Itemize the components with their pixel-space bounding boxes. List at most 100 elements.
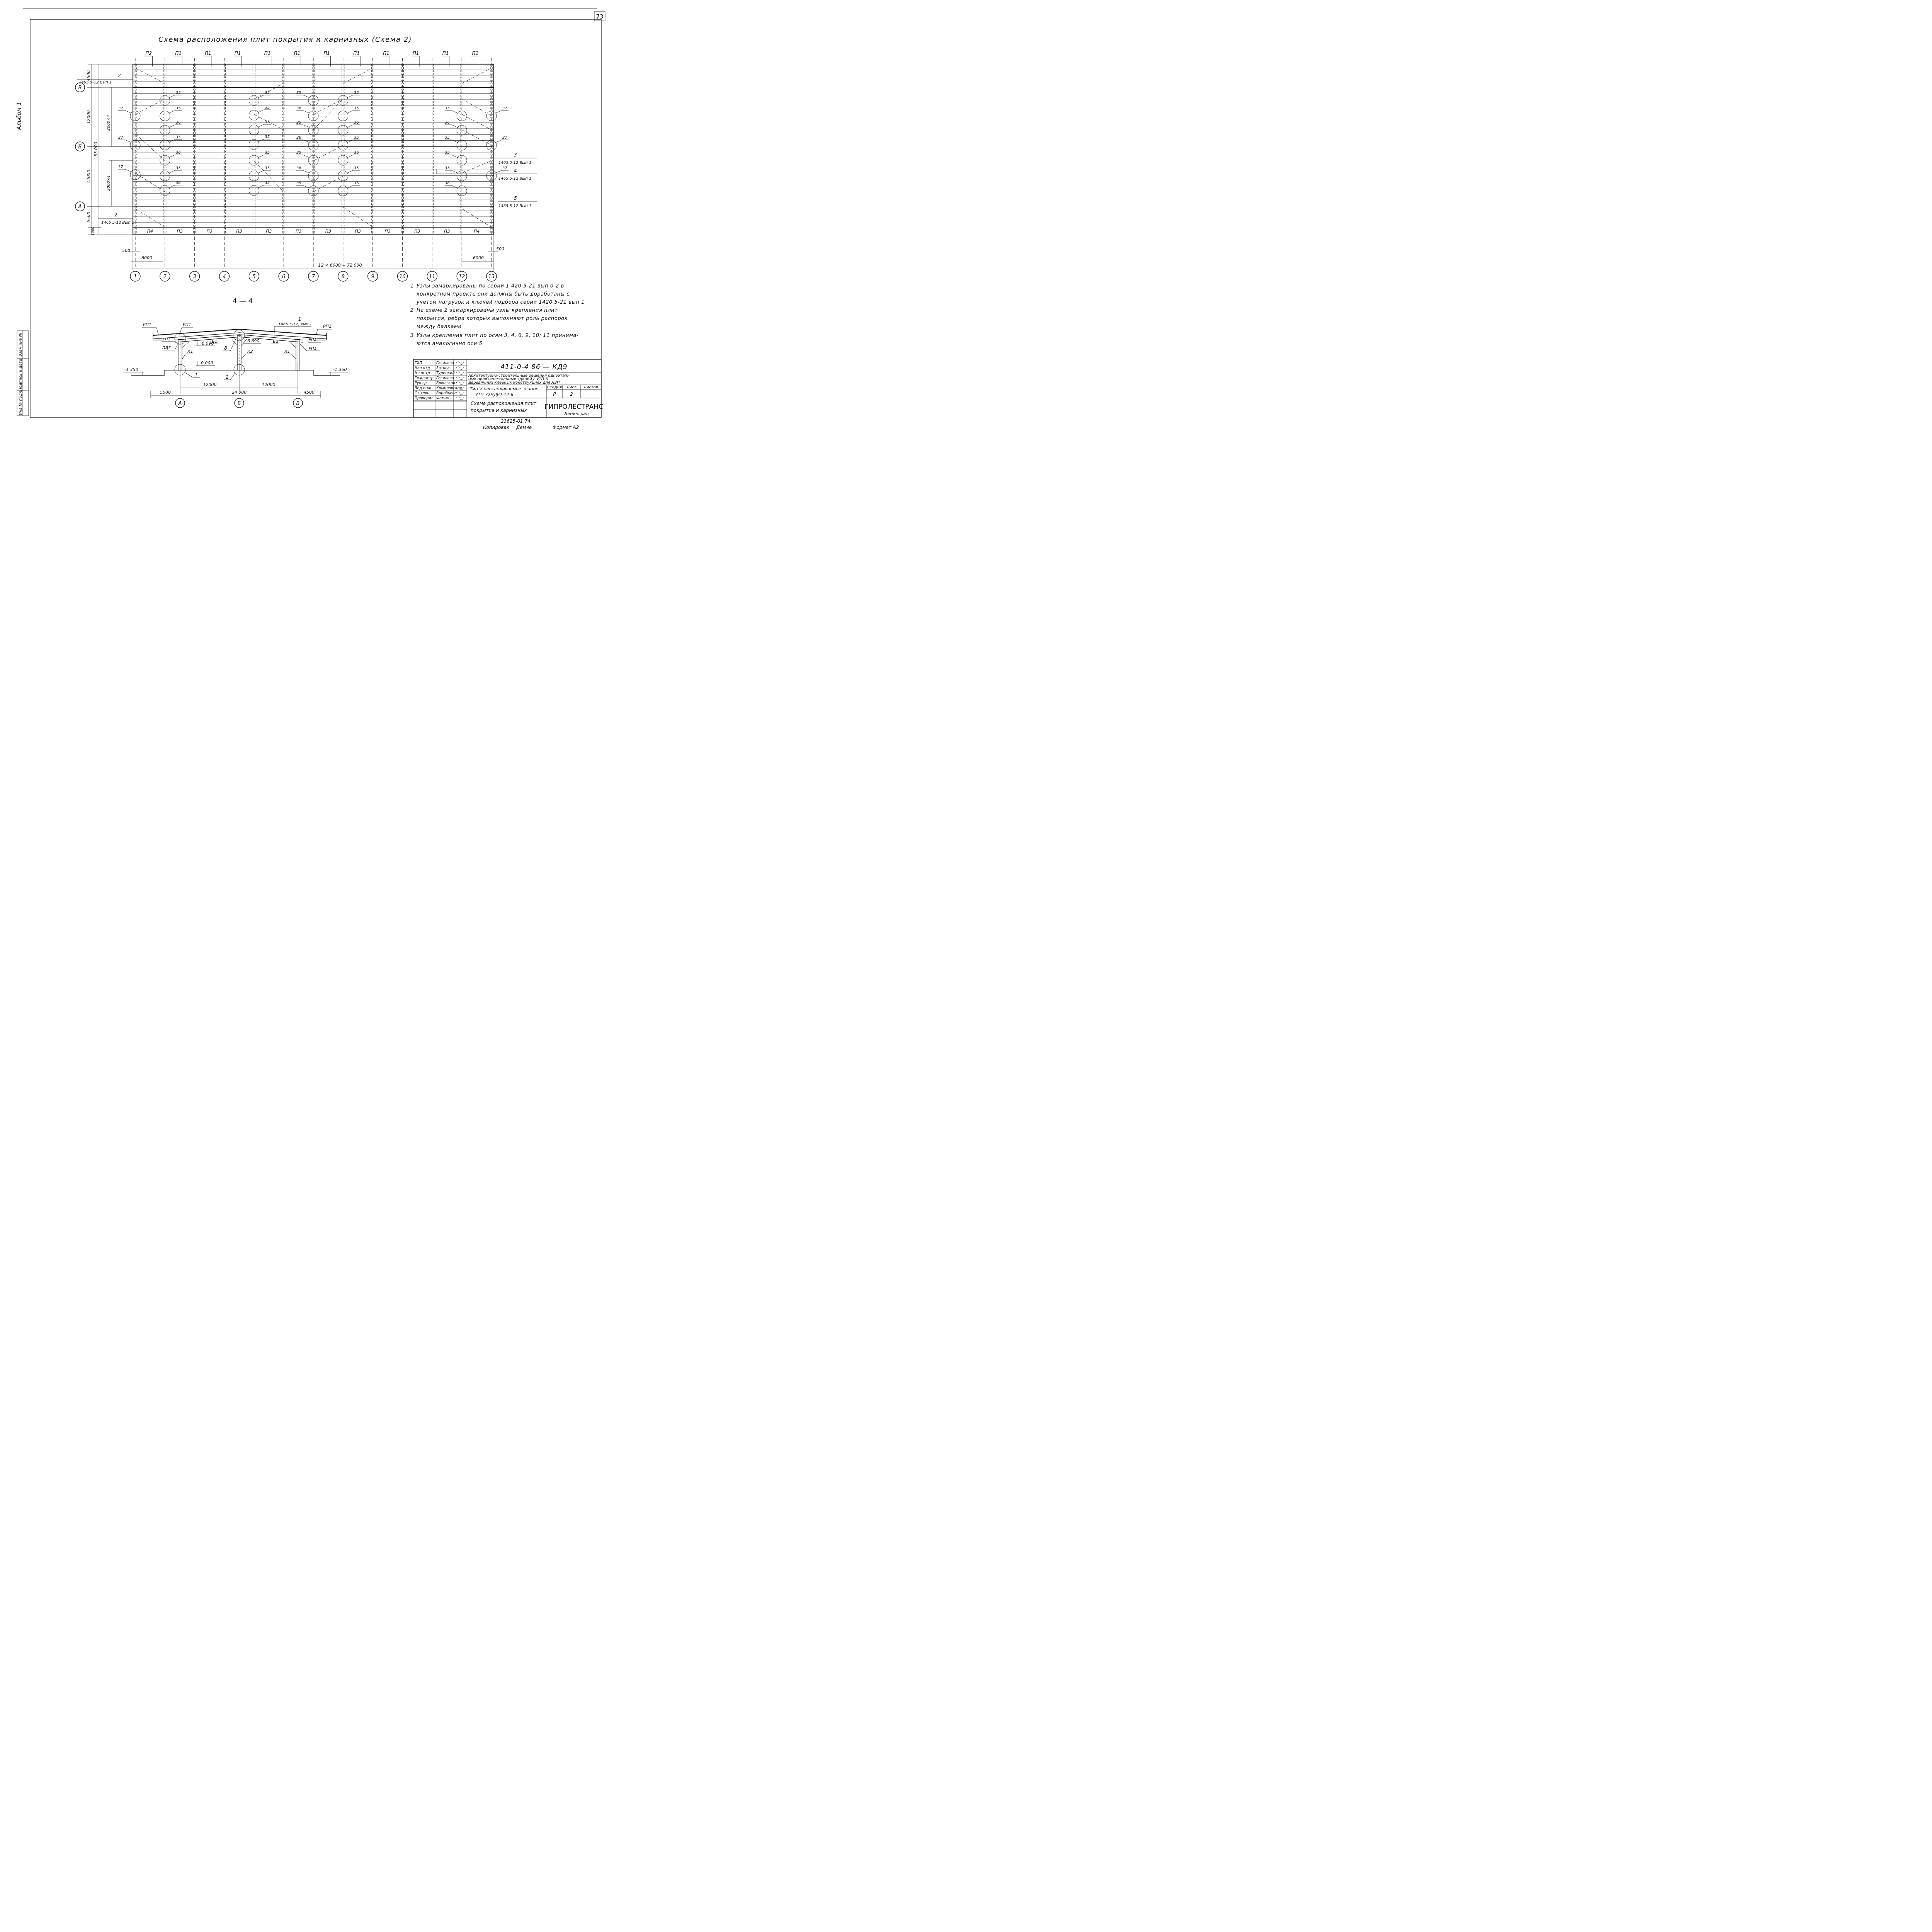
node-circle [308,111,319,121]
section-labels: РП1 РП1 РП1 РП1 РП1 РП1 ПД7 Б1 Б2 К1 К2 … [123,316,348,380]
node-mark: 35 [354,136,359,140]
node-circle [248,95,259,106]
note-3-line-2: ются аналогично оси 5 [417,341,482,347]
node-mark: 35 [176,91,181,95]
top-slab-label: П1 [323,51,330,56]
dim-12000-left-2: 12000 [86,170,91,184]
node-leader [495,139,502,143]
album-label: Альбом 1 [15,102,22,131]
title-block-role: Нач отд [415,366,430,370]
top-slab-label: П1 [353,51,360,56]
node-mark: 35 [445,166,450,170]
column-axis-label: 5 [252,274,255,280]
node-leader [303,155,310,158]
title-block-name: Хрыпловская [436,386,462,390]
copied-label: Копировал [483,425,510,430]
node-leader [258,109,264,113]
title-block-name: Гасилова [436,361,454,365]
node-leader [452,124,458,128]
bracing-diagonal [461,129,492,146]
sec-level-6690: 6 690 [247,338,260,344]
node-leader [258,139,264,142]
note-2-num: 2 [410,308,413,313]
title-block-role: Проверил [415,396,434,400]
node-circle [338,95,349,106]
sec-rp1-c: РП1 [323,324,332,329]
tb-stage: Р [553,391,556,397]
sec-rp1-d: РП1 [163,337,170,342]
node-circle [160,170,170,181]
node-circle [160,111,170,121]
row-axis-a: А [78,204,82,210]
node-leader [347,170,353,173]
node-circle [338,125,349,136]
note-1-num: 1 [410,283,413,289]
sec-rp1-f: РП1 [309,347,316,351]
sec-node-1: 1 [195,372,198,378]
sec-rp1-a: РП1 [143,322,151,327]
node-circle [248,139,259,150]
sec-b1: Б1 [212,339,218,344]
node-mark: 36 [176,151,181,155]
top-slab-label: П1 [264,51,271,56]
row-axis-bubbles: В Б А [75,82,133,211]
note-1-line-2: конкретном проекте они должны быть дораб… [417,291,570,297]
title-block-name: Воробьева [436,391,457,395]
column-axis-bubble [308,271,319,282]
bottom-slab-label: П4 [147,229,153,234]
node-mark: 36 [176,181,181,185]
bracing-diagonal [135,133,165,161]
node-mark: 36 [354,181,359,185]
column-axis-label: 7 [312,274,315,280]
node-mark: 35 [354,166,359,170]
node-mark: 36 [445,121,450,125]
node-leader [168,155,175,158]
column-axis-label: 1 [134,274,137,280]
bracing-diagonal [313,99,344,130]
node-leader [168,95,175,98]
column-axis-bubble [486,271,497,282]
dim-6000-last: 6000 [473,255,484,260]
node-leader [452,110,458,114]
node-mark: 35 [265,91,270,95]
bracing-diagonal [135,68,165,84]
node-circle [486,140,497,151]
node-circle [308,155,319,166]
node-leader [168,110,175,114]
bottom-slab-label: П3 [384,229,390,234]
scheme-title: Схема расположения плит покрытия и карни… [158,36,412,44]
node-mark: 35 [445,136,450,140]
plan-scheme: 3535363536353635353535353535353635363536… [118,58,509,267]
doc-number: 23625-01 74 [501,418,531,424]
title-block-role: Ст техн [415,391,429,395]
sec-axis-b: Б [238,401,241,406]
tb-city: Ленинград [564,411,589,416]
node-circle [160,155,170,166]
row-axis-b: Б [78,144,82,150]
node-mark: 35 [265,151,270,155]
node-mark: 37 [118,136,123,140]
node-leader [258,95,264,98]
node-mark: 37 [502,136,507,140]
sec-node-2: 2 [226,374,229,380]
title-block-name: Брюльгарт [436,381,457,385]
node-circle [308,185,319,196]
node-mark: 37 [118,106,123,111]
tb-desc-2: ных производственных зданий с УТП-6 [468,377,548,381]
tb-stage-header: Стадия [547,385,562,389]
column-axis-bubble [456,271,467,282]
node-leader [452,170,458,173]
note-2-line-2: покрытия, ребра которых выполняют роль р… [417,316,568,321]
node-mark: 36 [296,106,301,111]
sec-dim-5500: 5500 [160,390,171,395]
column-axis-bubble [219,271,230,282]
sec-dim-12000-b: 12000 [262,382,276,387]
signature-mark [456,396,464,400]
node-leader [303,95,310,98]
sheet-number-box [594,11,605,21]
node-circle [248,110,259,121]
callout-2-top-ref: 1465 5-12 Вып 1 [79,80,112,85]
